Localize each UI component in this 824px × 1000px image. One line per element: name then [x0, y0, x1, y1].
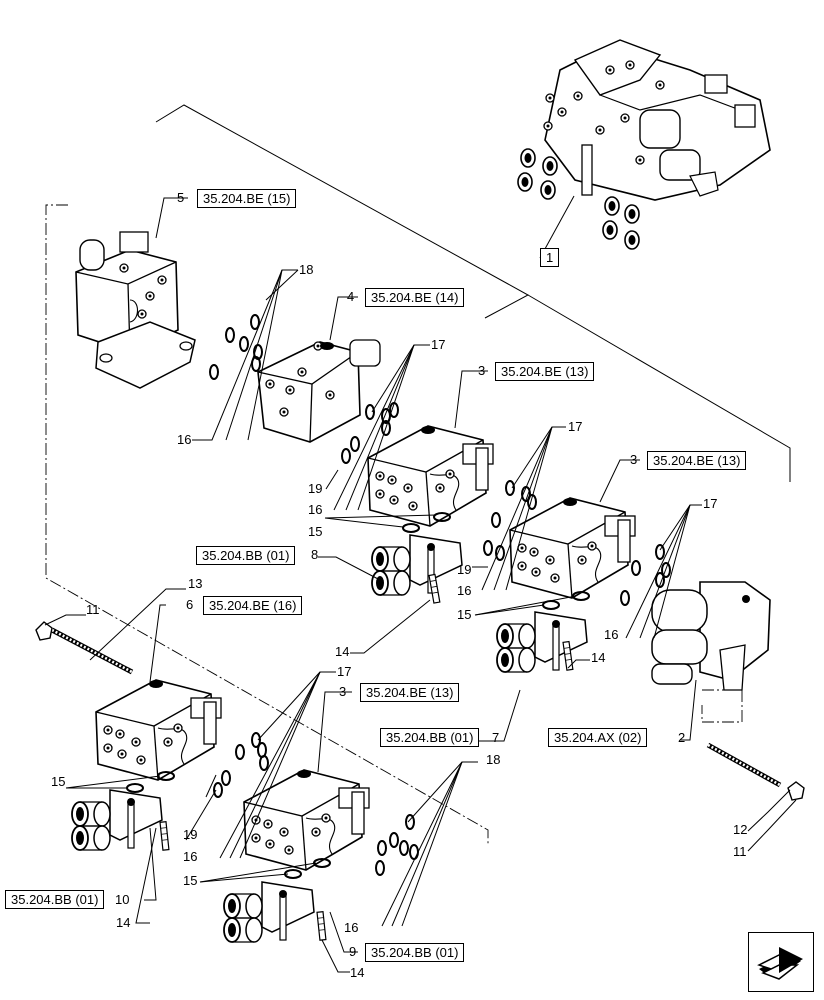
item-number-5: 5 [177, 190, 185, 205]
ref-box-2[interactable]: 35.204.AX (02) [548, 728, 648, 747]
item-number-3-c: 3 [339, 684, 347, 699]
section-6-illustration [96, 680, 221, 780]
ref-box-1[interactable]: 1 [540, 248, 560, 267]
ref-box-3b[interactable]: 35.204.BE (13) [647, 451, 747, 470]
item-number-19-b: 19 [457, 562, 472, 577]
item-number-15-d: 15 [183, 873, 198, 888]
section-3c-illustration [244, 770, 369, 870]
item-number-10: 10 [115, 892, 130, 907]
ref-box-5[interactable]: 35.204.BE (15) [197, 189, 297, 208]
ref-box-8[interactable]: 35.204.BB (01) [196, 546, 296, 565]
item-number-12: 12 [733, 822, 748, 837]
item-number-17-a: 17 [431, 337, 446, 352]
item-number-16-a: 16 [177, 432, 192, 447]
section-4-illustration [257, 339, 381, 443]
item-number-17-d: 17 [337, 664, 352, 679]
end-cover-9-illustration [223, 881, 315, 943]
item-number-15-a: 15 [308, 524, 323, 539]
item-number-11-b: 11 [733, 844, 747, 859]
item-number-14-c: 14 [116, 915, 131, 930]
ref-box-3a[interactable]: 35.204.BE (13) [495, 362, 595, 381]
ref-box-4[interactable]: 35.204.BE (14) [365, 288, 465, 307]
screw-14d [316, 911, 327, 941]
frame-lines [155, 104, 791, 482]
item-number-8: 8 [311, 547, 319, 562]
outlet-section-2-illustration [620, 544, 771, 691]
item-number-14-a: 14 [335, 644, 350, 659]
item-number-17-c: 17 [703, 496, 718, 511]
ref-box-7[interactable]: 35.204.BB (01) [380, 728, 480, 747]
item-number-11-a: 11 [86, 602, 100, 617]
oring-15a-1 [402, 523, 420, 533]
ref-box-3c[interactable]: 35.204.BE (13) [360, 683, 460, 702]
item-number-9: 9 [349, 944, 357, 959]
item-number-16-c: 16 [457, 583, 472, 598]
item-number-15-b: 15 [457, 607, 472, 622]
item-number-19-c: 19 [183, 827, 198, 842]
item-number-18-b: 18 [486, 752, 501, 767]
tie-rod-12 [706, 742, 805, 801]
tie-rod-13 [35, 621, 134, 675]
item-number-3-b: 3 [630, 452, 638, 467]
item-number-4: 4 [347, 289, 355, 304]
item-number-15-c: 15 [51, 774, 66, 789]
oring-15b-1 [126, 783, 144, 793]
section-3b-illustration [510, 498, 635, 598]
item-number-16-f: 16 [344, 920, 359, 935]
item-number-19-a: 19 [308, 481, 323, 496]
item-number-2: 2 [678, 730, 686, 745]
item-number-3-a: 3 [478, 363, 486, 378]
item-number-13: 13 [188, 576, 203, 591]
next-page-arrow-icon [757, 947, 803, 980]
item-number-16-e: 16 [183, 849, 198, 864]
end-cover-8-illustration [371, 534, 463, 596]
item-number-16-d: 16 [604, 627, 619, 642]
assembled-valve-illustration [517, 39, 771, 250]
orings-17-middle [213, 732, 269, 798]
ref-box-9[interactable]: 35.204.BB (01) [365, 943, 465, 962]
item-number-6: 6 [186, 597, 194, 612]
end-cover-10-illustration [71, 789, 163, 851]
ref-box-10[interactable]: 35.204.BB (01) [5, 890, 105, 909]
ref-box-6[interactable]: 35.204.BE (16) [203, 596, 303, 615]
item-number-18-top: 18 [299, 262, 314, 277]
item-number-17-b: 17 [568, 419, 583, 434]
inlet-section-illustration [75, 231, 196, 389]
screw-14c [159, 821, 170, 851]
item-number-7: 7 [492, 730, 500, 745]
item-number-14-b: 14 [591, 650, 606, 665]
section-3a-illustration [368, 426, 493, 526]
item-number-14-d: 14 [350, 965, 365, 980]
next-page-button[interactable] [748, 932, 814, 992]
orings-18-top [209, 314, 263, 380]
item-number-16-b: 16 [308, 502, 323, 517]
leader-lines [44, 195, 797, 973]
